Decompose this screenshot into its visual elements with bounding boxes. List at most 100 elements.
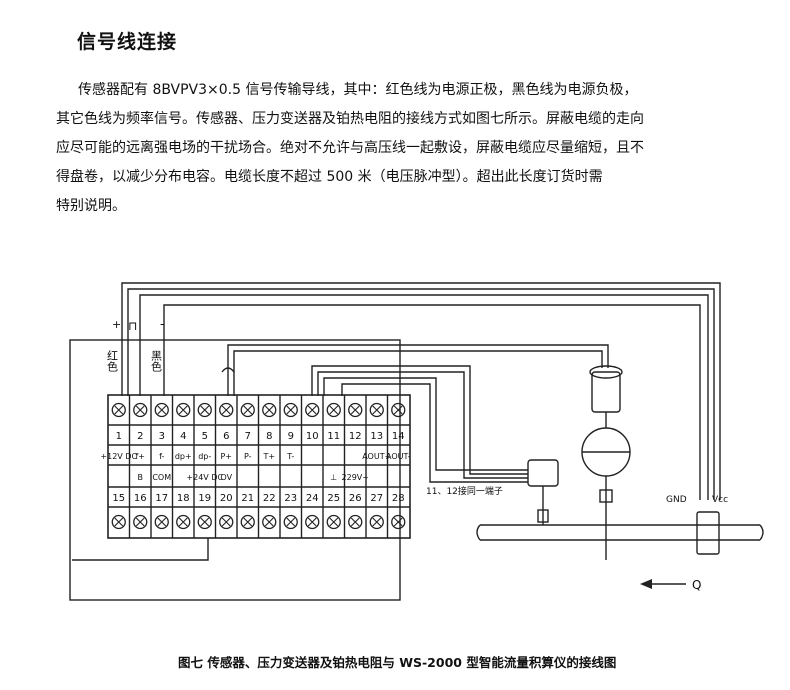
terminal-screw-top [219, 402, 234, 418]
vcc-label: Vcc [712, 495, 728, 505]
screw-cross-icon [350, 517, 360, 527]
screw-cross-icon [200, 517, 210, 527]
pulse-sign: ⊓ [128, 319, 137, 333]
terminal-number: 27 [370, 493, 383, 504]
terminal-screw-bottom [369, 514, 384, 530]
plus-sign: + [112, 318, 121, 331]
terminal-number: 6 [223, 431, 229, 442]
terminal-screw-bottom [262, 514, 277, 530]
terminal-screw-bottom [240, 514, 255, 530]
screw-cross-icon [178, 405, 188, 415]
terminal-number: 14 [392, 431, 405, 442]
terminal-label: AOUT- [386, 452, 411, 461]
terminal-number: 18 [177, 493, 190, 504]
paragraph-line-2: 其它色线为频率信号。传感器、压力变送器及铂热电阻的接线方式如图七所示。屏蔽电缆的… [56, 111, 644, 127]
terminal-number: 26 [349, 493, 362, 504]
terminal-number: 23 [284, 493, 297, 504]
terminal-number: 7 [245, 431, 251, 442]
figure-caption: 图七 传感器、压力变送器及铂热电阻与 WS-2000 型智能流量积算仪的接线图 [178, 655, 617, 670]
terminal-screw-bottom [176, 514, 191, 530]
gnd-label: GND [666, 495, 687, 505]
screw-cross-icon [114, 405, 124, 415]
terminal-label: OV [220, 473, 232, 482]
terminal-screw-bottom [154, 514, 169, 530]
screw-cross-icon [286, 517, 296, 527]
terminal-label: dp+ [175, 452, 192, 461]
paragraph-line-4: 得盘卷，以减少分布电容。电缆长度不超过 500 米（电压脉冲型）。超出此长度订货… [56, 169, 603, 185]
terminal-label: f- [159, 452, 164, 461]
terminal-number: 9 [288, 431, 294, 442]
terminal-label: P- [244, 452, 252, 461]
terminal-screw-bottom [219, 514, 234, 530]
terminal-number: 15 [112, 493, 125, 504]
terminal-number: 21 [241, 493, 254, 504]
terminal-label: 229V~ [342, 473, 369, 482]
screw-cross-icon [157, 405, 167, 415]
paragraph-line-1: 传感器配有 8BVPV3×0.5 信号传输导线，其中：红色线为电源正极，黑色线为… [78, 82, 638, 98]
screw-cross-icon [393, 405, 403, 415]
screw-cross-icon [200, 405, 210, 415]
terminal-screw-top [133, 402, 148, 418]
screw-cross-icon [264, 517, 274, 527]
terminal-label: dp- [198, 452, 211, 461]
terminal-screw-top [154, 402, 169, 418]
terminal-screw-bottom [111, 514, 126, 530]
terminal-screw-bottom [348, 514, 363, 530]
terminal-screw-top [240, 402, 255, 418]
flow-label: Q [692, 578, 701, 592]
terminal-number: 11 [327, 431, 340, 442]
terminal-label: T- [286, 452, 294, 461]
body-paragraph: 传感器配有 8BVPV3×0.5 信号传输导线，其中：红色线为电源正极，黑色线为… [56, 76, 728, 221]
terminal-label: +24V DC [186, 473, 223, 482]
terminal-number: 2 [137, 431, 143, 442]
terminal-number: 3 [159, 431, 165, 442]
outer-wire-loop [69, 339, 401, 601]
black-wire-label: 黑色 [150, 350, 163, 372]
screw-cross-icon [393, 517, 403, 527]
section-heading: 信号线连接 [77, 31, 178, 53]
terminal-screw-top [111, 402, 126, 418]
terminal-number: 1 [116, 431, 122, 442]
terminal-number: 8 [266, 431, 272, 442]
terminal-number: 24 [306, 493, 319, 504]
terminal-number: 20 [220, 493, 233, 504]
terminal-number: 13 [370, 431, 383, 442]
terminal-number: 22 [263, 493, 276, 504]
terminal-label: AOUT+ [362, 452, 391, 461]
screw-cross-icon [372, 405, 382, 415]
screw-cross-icon [350, 405, 360, 415]
screw-cross-icon [221, 517, 231, 527]
terminal-screw-bottom [305, 514, 320, 530]
screw-cross-icon [264, 405, 274, 415]
terminal-screw-bottom [391, 514, 406, 530]
terminal-screw-bottom [197, 514, 212, 530]
screw-cross-icon [114, 517, 124, 527]
terminal-label: ⊥ [330, 473, 337, 482]
paragraph-line-5: 特别说明。 [56, 198, 126, 214]
terminal-label: P+ [220, 452, 232, 461]
terminal-screw-top [262, 402, 277, 418]
terminal-label: COM [152, 473, 171, 482]
minus-sign: - [160, 317, 164, 331]
terminal-number: 5 [202, 431, 208, 442]
screw-cross-icon [329, 405, 339, 415]
terminal-screw-top [348, 402, 363, 418]
terminal-number: 17 [155, 493, 168, 504]
screw-cross-icon [243, 405, 253, 415]
terminal-label: +12V DC [100, 452, 137, 461]
red-wire-label: 红色 [106, 350, 119, 372]
terminal-screw-bottom [283, 514, 298, 530]
screw-cross-icon [157, 517, 167, 527]
terminal-number: 19 [198, 493, 211, 504]
terminal-label: T+ [262, 452, 275, 461]
terminal-screw-top [283, 402, 298, 418]
terminal-screw-top [326, 402, 341, 418]
screw-cross-icon [307, 517, 317, 527]
screw-cross-icon [372, 517, 382, 527]
rtd-note: 11、12接同一端子 [426, 485, 503, 497]
screw-cross-icon [178, 517, 188, 527]
terminal-number: 25 [327, 493, 340, 504]
terminal-number: 16 [134, 493, 147, 504]
terminal-screw-top [176, 402, 191, 418]
